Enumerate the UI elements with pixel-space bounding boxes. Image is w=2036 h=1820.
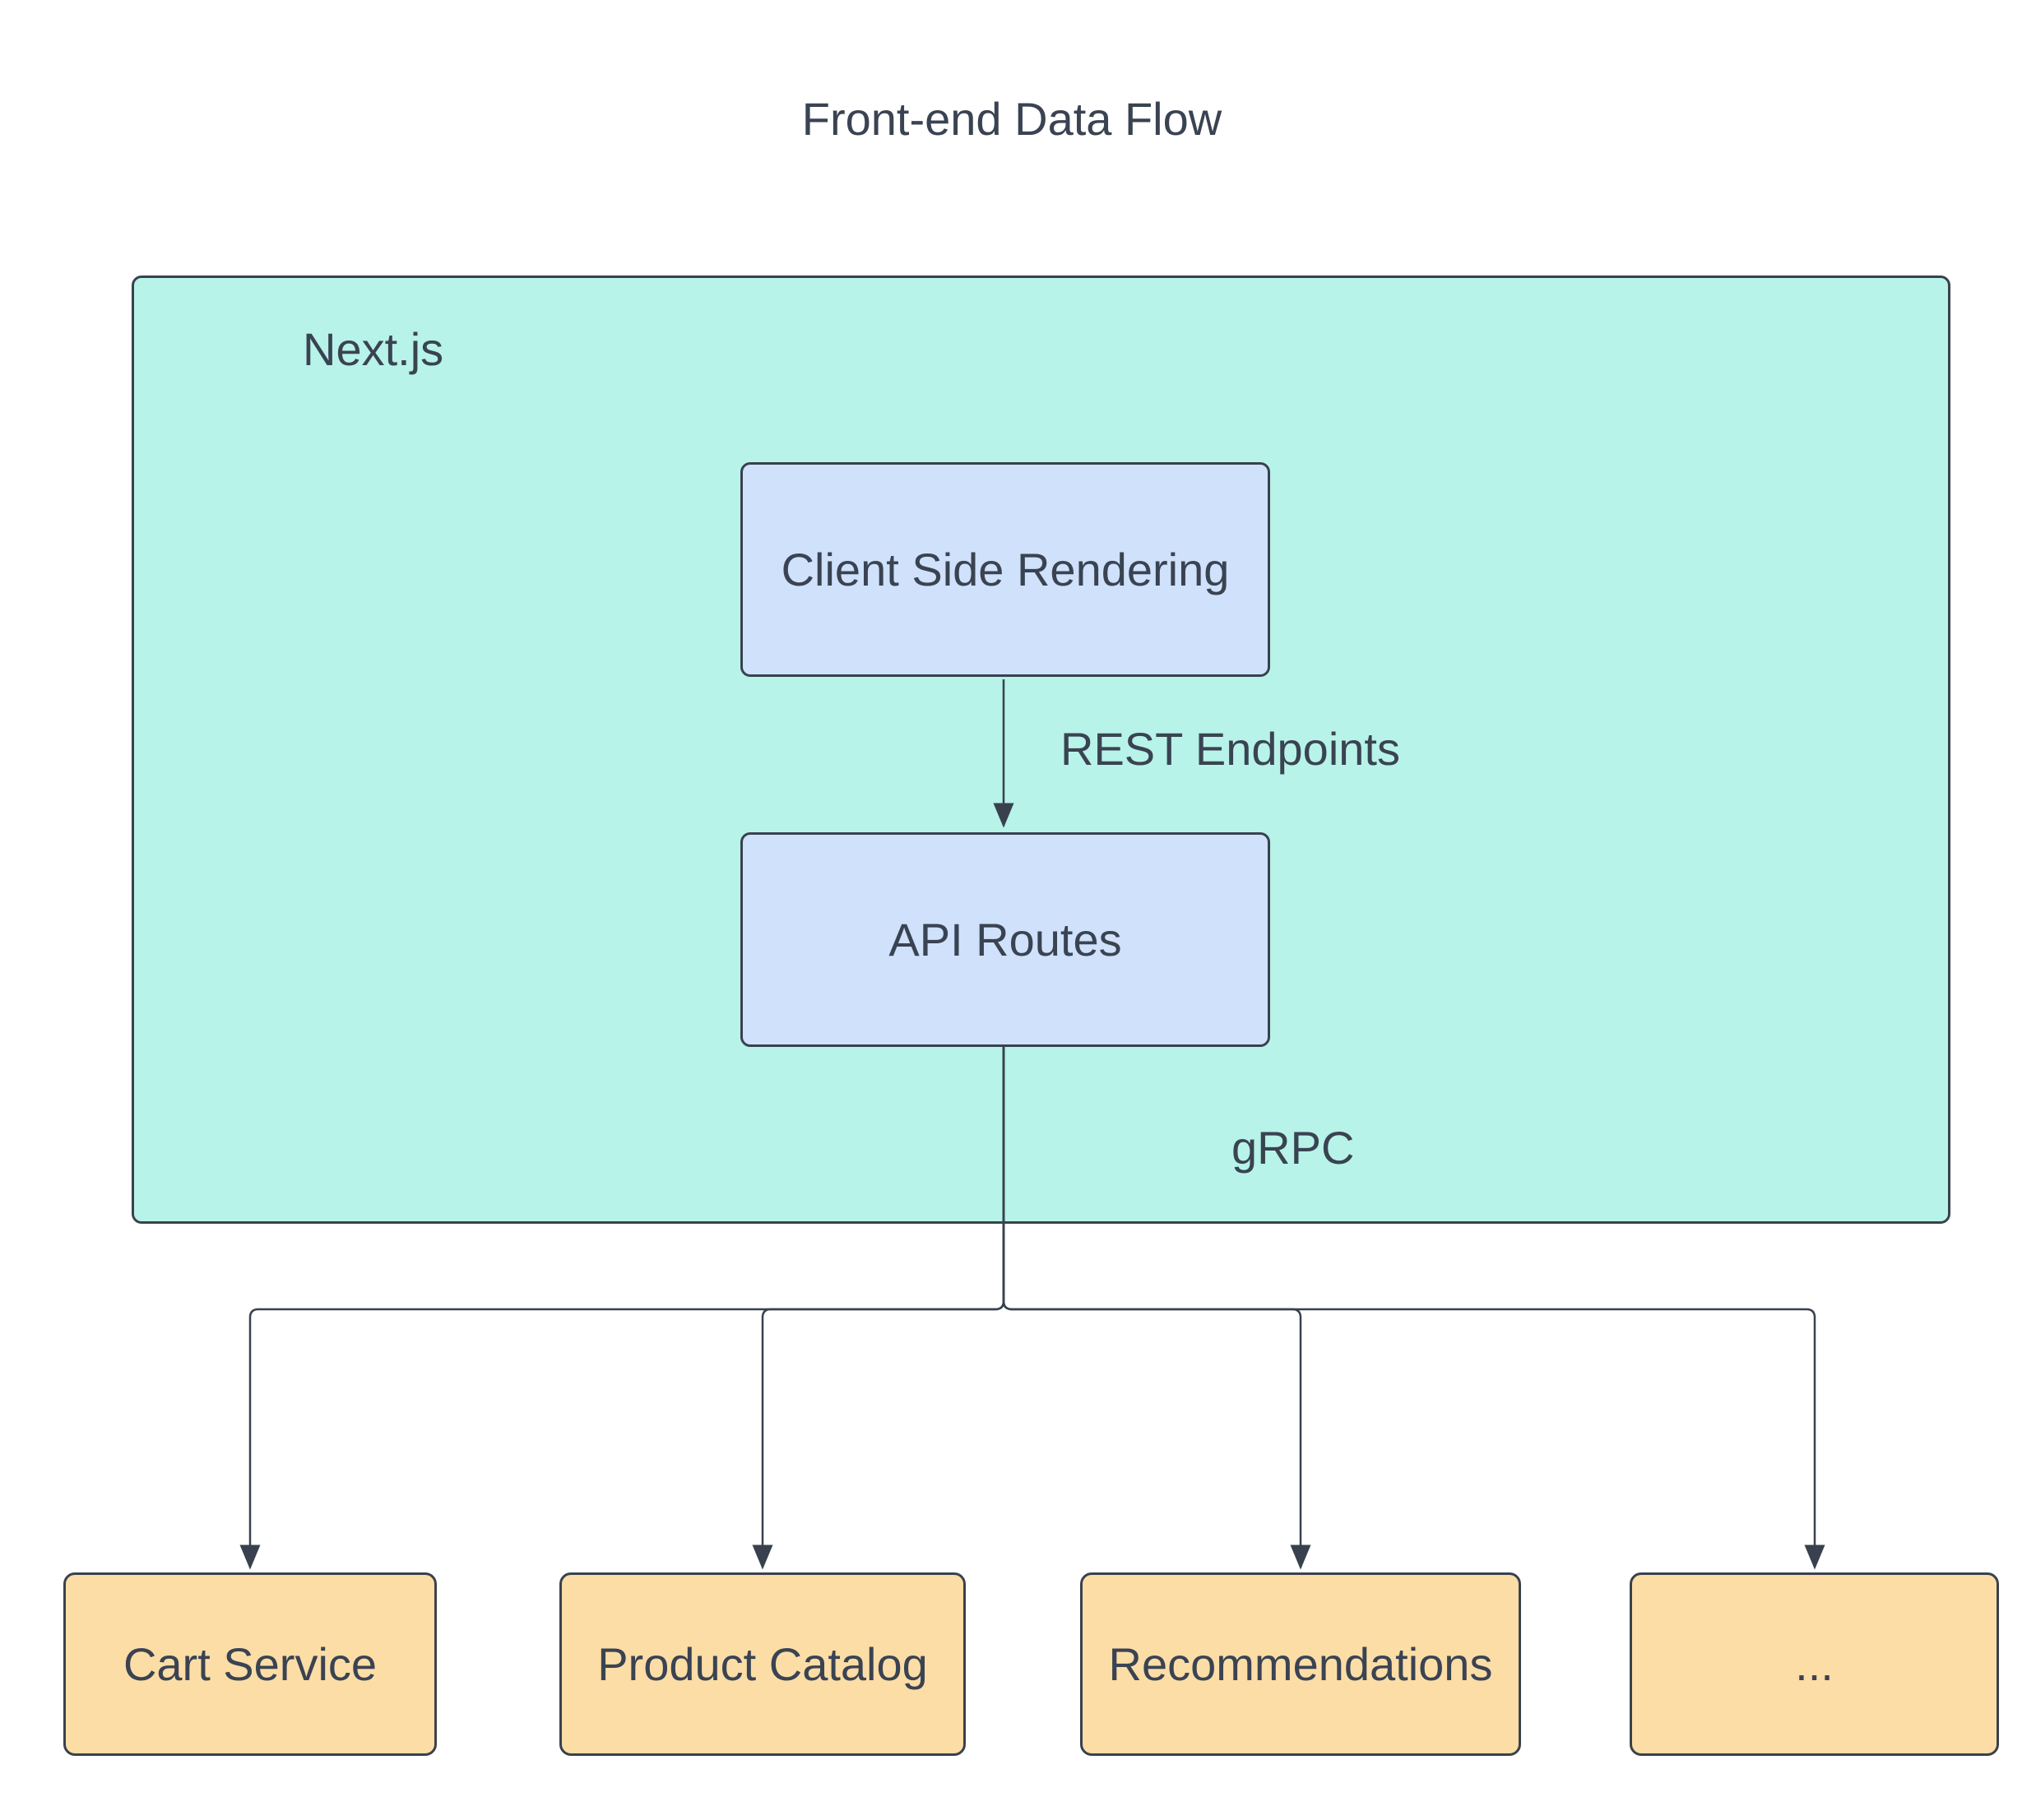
service-node-more-label: ... [1795,1638,1834,1690]
service-node-recommendations: Recommendations [1080,1572,1521,1756]
node-client-side-rendering-label: Client Side Rendering [781,544,1230,595]
subgraph-nextjs-label: Next.js [303,323,444,375]
diagram-title: Front-end Data Flow [801,93,1222,145]
service-node-more: ... [1630,1572,1999,1756]
edge-label-grpc: gRPC [1231,1122,1355,1174]
service-node-product-catalog-label: Product Catalog [597,1638,928,1690]
node-client-side-rendering: Client Side Rendering [740,462,1270,677]
subgraph-nextjs [132,276,1950,1224]
service-node-product-catalog: Product Catalog [559,1572,966,1756]
service-node-recommendations-label: Recommendations [1108,1638,1493,1690]
service-node-cart-service: Cart Service [63,1572,437,1756]
service-node-cart-service-label: Cart Service [123,1638,378,1690]
edge-label-rest-endpoints: REST Endpoints [1060,723,1400,775]
node-api-routes: API Routes [740,832,1270,1047]
node-api-routes-label: API Routes [888,914,1122,966]
